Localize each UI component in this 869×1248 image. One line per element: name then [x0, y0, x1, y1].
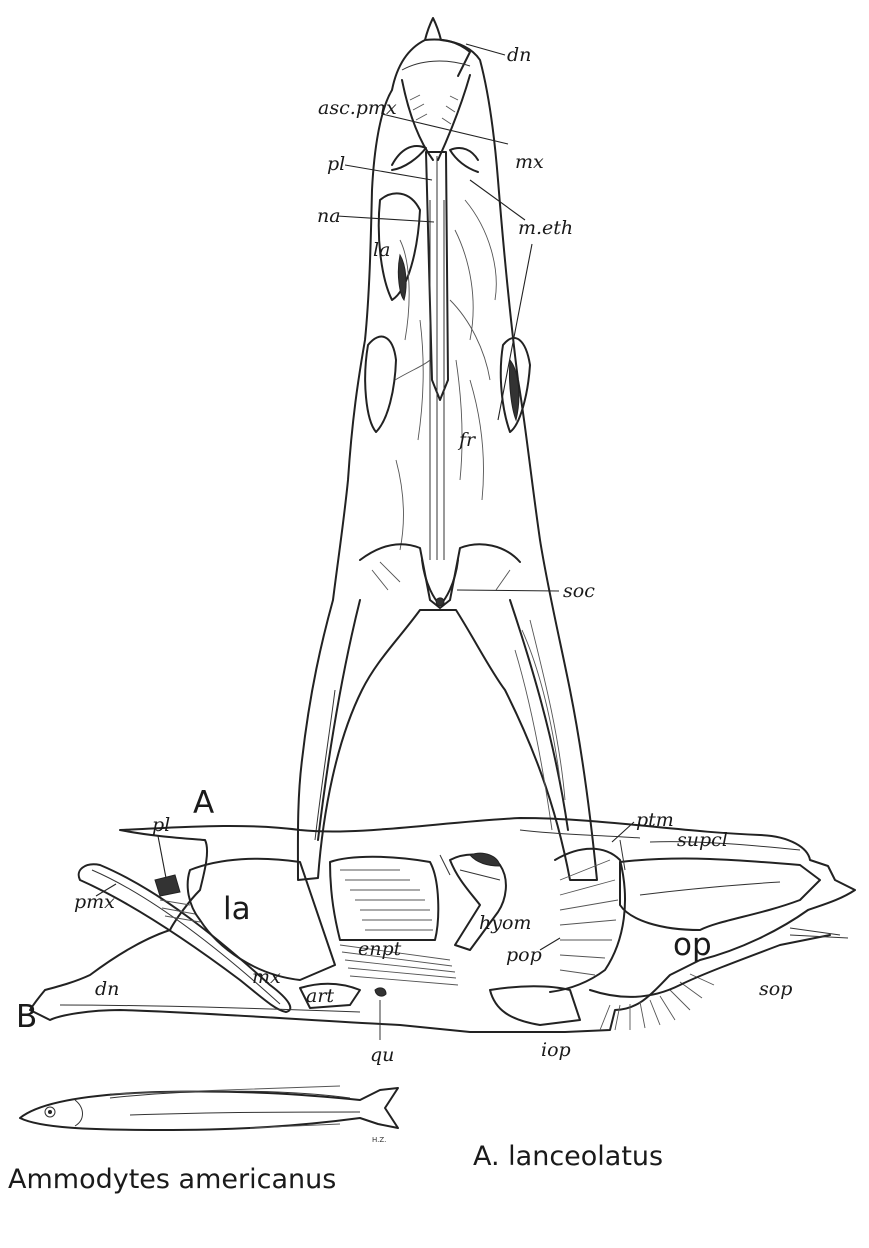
label-b-pmx: pmx	[74, 891, 115, 913]
label-fr: fr	[457, 429, 477, 451]
label-b-ptm: ptm	[636, 809, 674, 831]
label-b-enpt: enpt	[358, 938, 402, 960]
fish-inset: H.Z.	[20, 1086, 398, 1144]
label-soc: soc	[563, 580, 595, 602]
label-b-art: art	[306, 985, 334, 1007]
label-asc-pmx: asc.pmx	[318, 97, 397, 119]
label-m-eth: m.eth	[518, 217, 573, 239]
label-b-hyom: hyom	[479, 912, 531, 934]
species-caption: A. lanceolatus	[473, 1141, 663, 1172]
artist-initials: H.Z.	[372, 1136, 386, 1144]
label-b-mx: mx	[252, 966, 281, 988]
skull-lateral-view	[30, 818, 855, 1040]
label-mx: mx	[515, 151, 544, 173]
label-b-supcl: supcl	[677, 829, 728, 851]
fish-caption: Ammodytes americanus	[8, 1164, 336, 1195]
panel-letter-b: B	[16, 999, 37, 1035]
label-b-sop: sop	[759, 978, 792, 1000]
label-b-dn: dn	[95, 978, 119, 1000]
skull-lateral-labels: pl ptm supcl pmx la hyom op enpt pop dn …	[16, 809, 792, 1066]
label-b-qu: qu	[370, 1044, 394, 1066]
label-b-pl: pl	[152, 814, 170, 836]
label-b-op: op	[673, 927, 712, 963]
panel-letter-a: A	[193, 785, 214, 821]
label-la: la	[373, 239, 390, 261]
label-b-la: la	[223, 891, 251, 927]
label-pl: pl	[327, 153, 345, 175]
skull-dorsal-view	[298, 18, 597, 880]
label-dn: dn	[507, 44, 531, 66]
label-b-iop: iop	[541, 1039, 571, 1061]
label-b-pop: pop	[506, 944, 542, 966]
